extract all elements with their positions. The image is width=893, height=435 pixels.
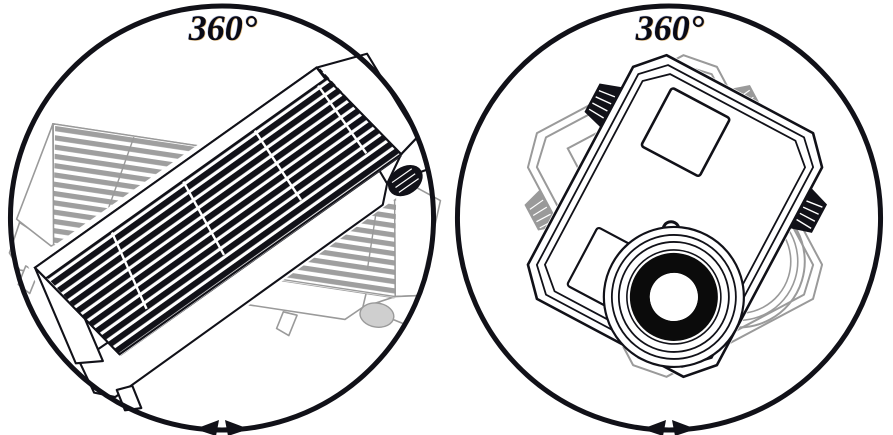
rotation-ring-arrow xyxy=(454,3,884,435)
lens-ring-black xyxy=(602,225,745,369)
degree-label-left: 360° xyxy=(188,8,258,48)
adjustable-foot xyxy=(388,164,423,197)
projector-top-view xyxy=(525,53,828,379)
arrowhead-right xyxy=(642,420,666,435)
knob-left xyxy=(584,83,624,129)
adjustable-foot-ghost xyxy=(359,302,395,328)
square-panel-top xyxy=(640,87,731,178)
side-view-illustration xyxy=(7,3,442,435)
vent-ribs xyxy=(105,75,368,310)
top-view-illustration xyxy=(454,3,884,435)
degree-label-right: 360° xyxy=(635,8,705,48)
projector-side-view xyxy=(7,52,433,412)
panel-top-view-rotation: 360° xyxy=(447,0,893,435)
panel-side-view-rotation: 360° xyxy=(0,0,446,435)
arrowhead-right xyxy=(195,420,219,435)
knob-right xyxy=(788,187,828,233)
rotation-ring-arrow xyxy=(7,3,437,435)
